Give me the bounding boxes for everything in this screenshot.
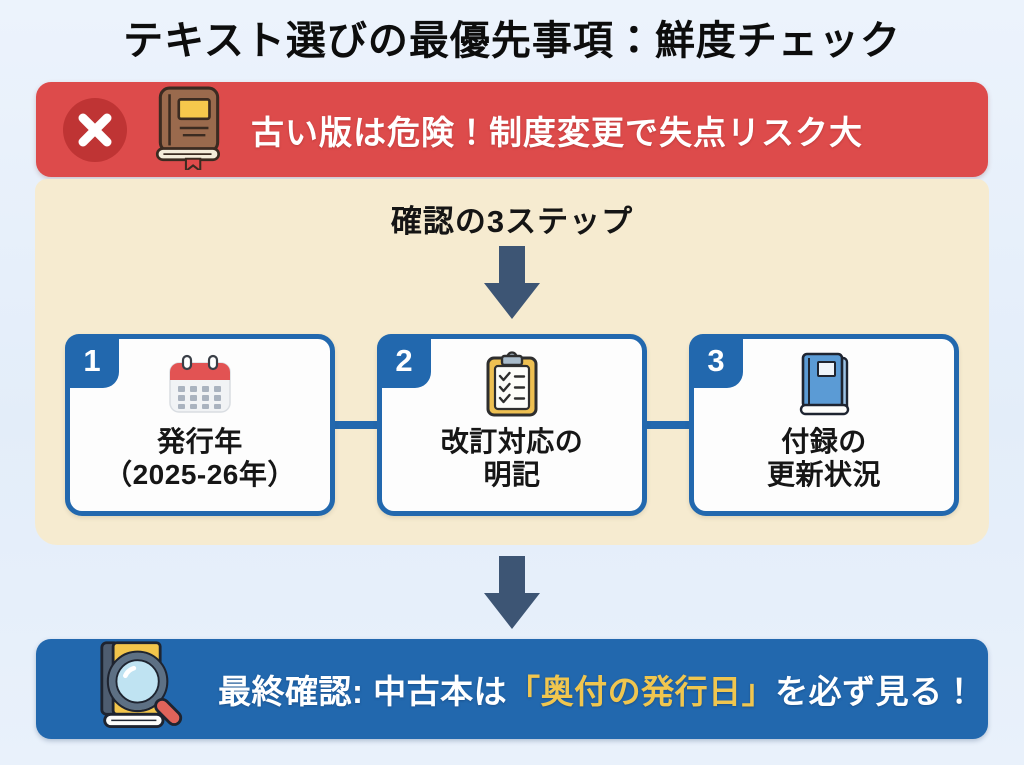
steps-heading: 確認の3ステップ	[390, 204, 634, 239]
down-arrow-icon	[484, 556, 540, 629]
steps-panel: 確認の3ステップ 1	[35, 179, 989, 545]
final-check-text: 最終確認: 中古本は「奥付の発行日」を必ず見る！	[218, 673, 977, 710]
warning-text: 古い版は危険！制度変更で失点リスク大	[251, 113, 863, 151]
step-card-appendix-updates: 3 付録の 更新状況	[689, 334, 959, 516]
step-card-label: 発行年 （2025-26年）	[104, 426, 296, 491]
card-connector-line	[335, 421, 377, 429]
page-title: テキスト選びの最優先事項：鮮度チェック	[123, 19, 901, 63]
card-connector-line	[647, 421, 689, 429]
x-circle-icon	[63, 97, 127, 162]
step-card-publication-year: 1 発行年 （2	[65, 334, 335, 516]
warning-banner: 古い版は危険！制度変更で失点リスク大	[36, 82, 988, 177]
step-number-badge: 3	[689, 334, 743, 388]
blue-book-icon	[794, 350, 854, 418]
step-number-badge: 1	[65, 334, 119, 388]
old-book-icon	[148, 84, 230, 175]
step-card-label: 付録の 更新状況	[766, 426, 881, 491]
book-magnifier-icon	[94, 639, 200, 740]
step-card-revision-notice: 2 改訂対応の	[377, 334, 647, 516]
calendar-icon	[168, 350, 232, 418]
step-card-label: 改訂対応の 明記	[440, 426, 584, 491]
step-number-badge: 2	[377, 334, 431, 388]
clipboard-icon	[484, 350, 540, 418]
final-check-banner: 最終確認: 中古本は「奥付の発行日」を必ず見る！	[36, 639, 988, 739]
down-arrow-icon	[484, 246, 540, 319]
steps-cards-row: 1 発行年 （2	[65, 334, 959, 516]
highlighted-phrase: 「奥付の発行日」	[507, 673, 776, 710]
